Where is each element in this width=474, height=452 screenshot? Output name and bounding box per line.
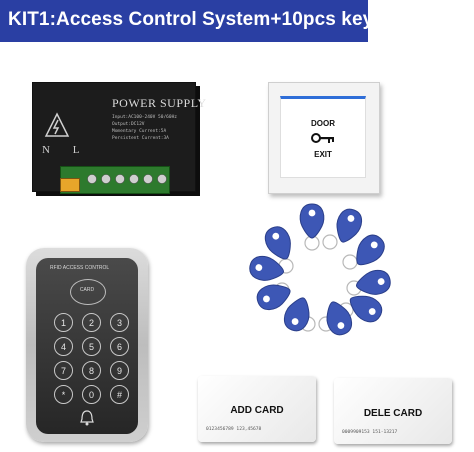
exit-button-door-text: DOOR [311,119,335,128]
warning-icon [44,112,70,137]
terminal-screws [87,174,167,184]
keypad-key[interactable]: 1 [54,313,73,332]
keypad-key[interactable]: 3 [110,313,129,332]
title-banner [0,0,368,42]
bell-icon[interactable] [80,410,94,426]
psu-spec-line: Input:AC100-240V 50/60Hz [112,115,178,120]
psu-fuse [60,178,80,192]
keypad-key[interactable]: 5 [82,337,101,356]
keyfob [353,267,393,299]
delete-card-number: 0009909153 151-13217 [342,430,398,435]
keypad-key[interactable]: 8 [82,361,101,380]
keypad-key[interactable]: * [54,385,73,404]
keypad-key[interactable]: # [110,385,129,404]
keypad-key[interactable]: 7 [54,361,73,380]
keyfob [299,203,325,239]
key-icon [311,133,334,143]
power-supply-title: POWER SUPPLY [112,96,207,110]
keypad-key[interactable]: 2 [82,313,101,332]
psu-spec-line: Persistent Current:3A [112,136,169,141]
card-reader-area [70,279,106,305]
delete-card-title: DELE CARD [363,408,423,419]
delete-card [334,378,452,444]
keypad-key[interactable]: 6 [110,337,129,356]
add-card [198,376,316,442]
psu-spec-line: Momentary Current:5A [112,129,167,134]
keypad-key[interactable]: 9 [110,361,129,380]
add-card-number: 0123456789 123,45678 [206,427,262,432]
keyfob [247,253,287,285]
keypad-key[interactable]: 0 [82,385,101,404]
card-reader-text: CARD [79,287,95,293]
keypad-label: RFID ACCESS CONTROL [50,265,110,271]
keypad-key[interactable]: 4 [54,337,73,356]
exit-button-exit-text: EXIT [314,150,332,159]
banner-title: KIT1:Access Control System+10pcs keyfobs [8,9,414,30]
psu-spec-line: Output:DC12V [112,122,145,127]
add-card-title: ADD CARD [230,405,284,416]
psu-nl-label: N L [42,144,90,156]
keyfob [348,229,390,273]
keyfob-group [247,203,393,339]
